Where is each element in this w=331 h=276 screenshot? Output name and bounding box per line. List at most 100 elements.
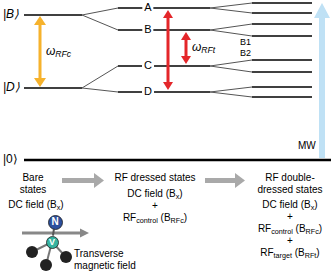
text-label: |0⟩ [3,152,18,166]
arrow-shaft [185,39,188,57]
subscript: x [311,203,315,212]
level-line [24,14,82,16]
fan-line [210,30,252,36]
subscript: x [57,203,61,212]
text-run: ) [316,247,319,258]
fan-line [82,15,118,30]
fan-line [210,24,252,30]
text-run: |0⟩ [3,152,18,166]
rf-target-arrows [163,10,191,90]
fan-line [210,3,252,8]
arrow-shaft [205,178,236,183]
subscript: control [271,227,293,236]
text-label: C [142,59,154,72]
rf-control-arrow [34,16,46,87]
text-run: DC field (B [262,199,310,210]
text-run: Transverse [74,248,124,259]
text-label: Bare states [20,172,47,196]
arrow-head [181,56,191,64]
text-run: magnetic field [74,260,136,271]
text-label: A [142,1,153,14]
text-run: |D⟩ [3,80,20,94]
text-label: RF dressed states [114,172,195,184]
atom-circle: N [48,215,63,230]
level-line [252,86,312,88]
text-run: B2 [240,48,251,58]
level-line [118,91,210,93]
arrow-shaft [39,24,42,79]
text-label: Transverse magnetic field [74,248,136,272]
text-run: B [144,23,151,35]
level-line [118,65,210,67]
fan-line [210,66,252,72]
text-label: |D⟩ [3,80,20,94]
carbon-atom [40,259,52,271]
text-run: states [20,184,47,195]
step-arrows [62,173,245,188]
field-arrow-head [80,229,89,238]
text-run: + [287,235,293,246]
text-run: B1 [240,37,251,47]
text-run: ) [319,223,322,234]
text-run: C [144,59,152,71]
level-line [252,12,312,14]
text-run: (B [293,223,306,234]
subscript: RFt [305,251,317,260]
text-run: |B⟩ [3,7,19,21]
bond-line [52,229,55,235]
level-line [118,29,210,31]
fan-line [210,87,252,92]
subscript: RFc [306,227,319,236]
text-run: ) [314,199,317,210]
text-run: RF [123,212,136,223]
fan-line [82,88,118,92]
level-line [24,87,82,89]
ground-level-line [24,159,331,162]
subscript: x [176,192,180,201]
text-run: dressed states [257,184,322,195]
text-label: B [142,23,153,36]
text-run: ) [184,212,187,223]
text-run: RF [258,223,271,234]
atom-sphere [48,215,62,229]
text-label: DC field (Bx) [8,199,63,211]
text-run: RF dressed states [114,172,195,183]
mw-arrow [314,3,330,158]
level-line [252,71,312,73]
subscript: target [274,251,292,260]
text-run: RF [260,247,273,258]
text-run: ω [192,40,201,54]
arrow-head [163,82,173,90]
text-run: (B [158,212,171,223]
arrow-shaft [167,17,170,83]
field-arrow-shaft [22,232,81,235]
text-label: ωRFc [46,44,71,58]
level-line [252,59,312,61]
text-run: Bare [22,172,43,183]
subscript: RFt [201,45,215,55]
atom-symbol: V [49,238,55,247]
subscript: RFc [171,216,184,225]
fan-lines [82,3,252,97]
text-run: DC field (B [8,199,56,210]
fan-line [210,60,252,66]
text-run: MW [298,140,316,151]
level-line [118,7,210,9]
carbon-atom [26,246,38,258]
arrow-head [94,173,104,188]
text-label: B2 [238,48,253,59]
text-run: D [144,85,152,97]
arrow-head [314,3,330,18]
carbon-atom [60,251,72,263]
arrow-shaft [319,16,325,158]
arrow-shaft [62,178,95,183]
fan-line [82,8,118,15]
atom-circle: V [46,236,59,249]
arrow-head [34,16,46,25]
atom-sphere [46,236,58,248]
text-run: (B [292,247,305,258]
text-run: + [287,211,293,222]
subscript: control [136,216,158,225]
